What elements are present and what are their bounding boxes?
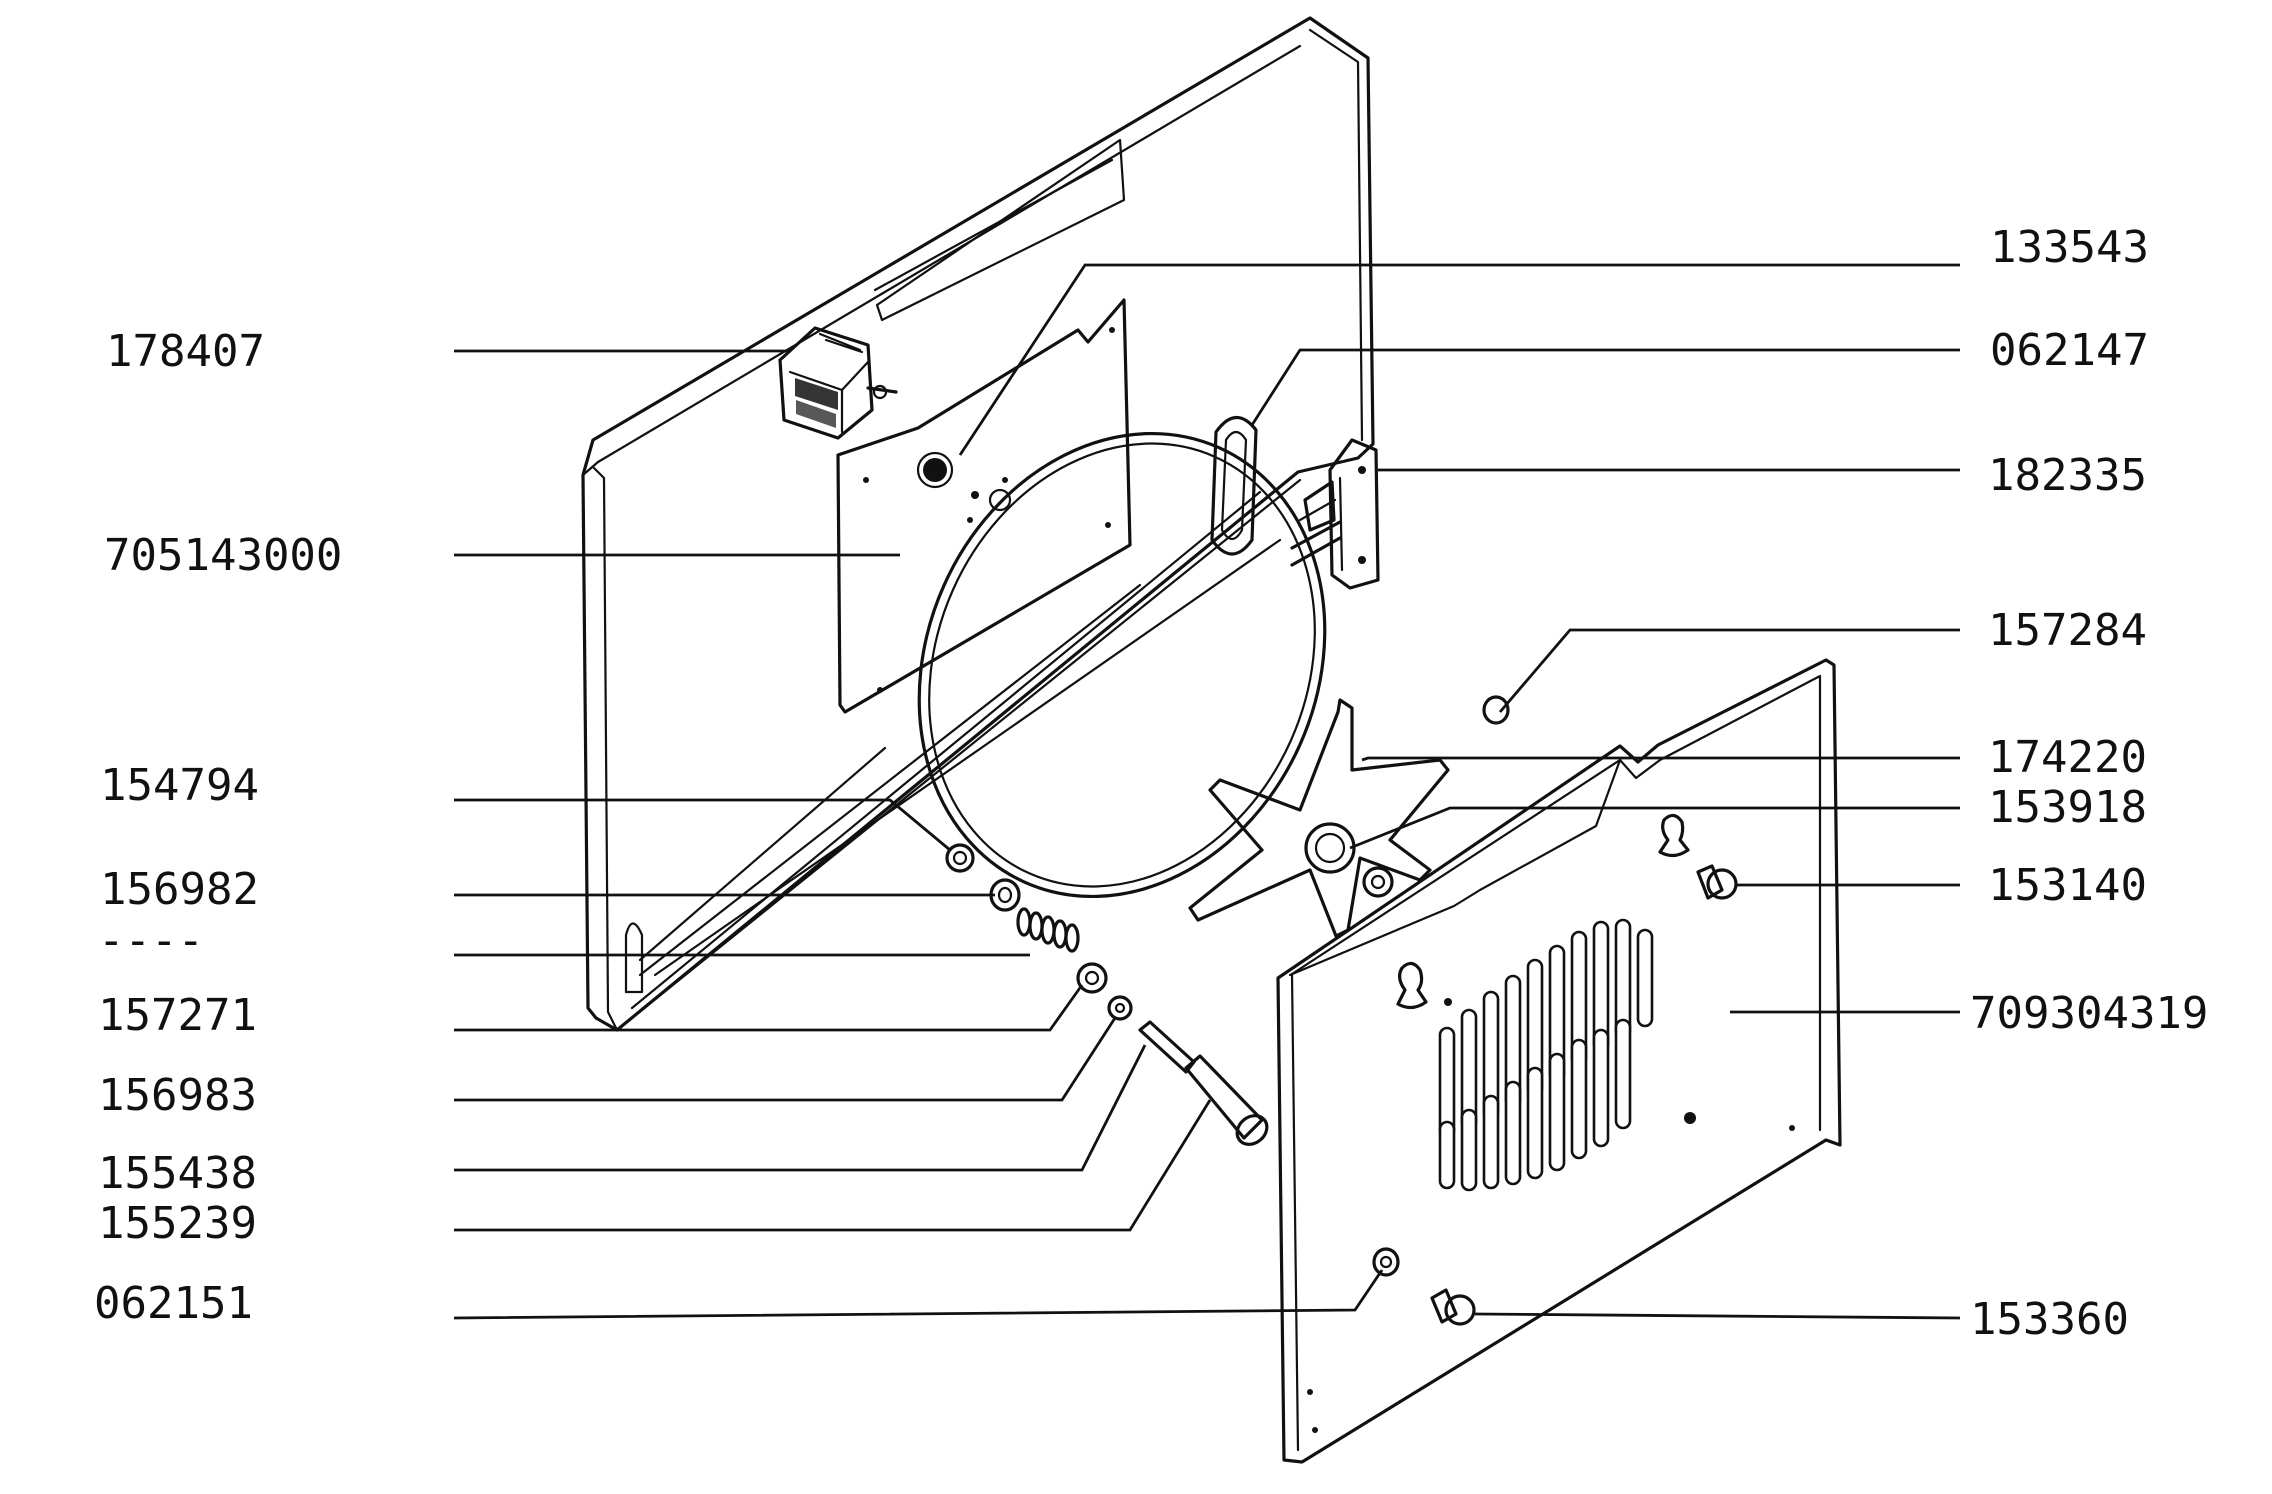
label-153918: 153918 [1988,782,2147,833]
fan-blade [1188,698,1450,938]
label-155239: 155239 [98,1198,257,1249]
vent-slots-bottom [1438,1018,1632,1192]
label-062151: 062151 [94,1278,253,1329]
oval-gasket [1210,415,1258,556]
heating-element [917,431,1342,899]
small-parts [945,843,1400,1277]
fan-motor [778,326,1012,523]
label-133543: 133543 [1990,222,2149,273]
label-705143000: 705143000 [104,530,342,581]
label-709304319: 709304319 [1970,988,2208,1039]
vent-slots-top [1438,918,1654,1140]
label-156982: 156982 [100,864,259,915]
label-178407: 178407 [106,326,265,377]
label-153140: 153140 [1988,860,2147,911]
part-labels-right: 133543 062147 182335 157284 174220 15391… [1970,222,2208,1345]
leader-lines-right [958,263,1961,1320]
label-154794: 154794 [100,760,259,811]
label-157271: 157271 [98,990,257,1041]
label-dash: ---- [98,915,204,966]
label-157284: 157284 [1988,605,2147,656]
part-labels-left: 178407 705143000 154794 156982 ---- 1572… [94,326,342,1329]
leader-lines-left [453,349,1384,1320]
bracket [1303,438,1380,590]
label-174220: 174220 [1988,732,2147,783]
label-156983: 156983 [98,1070,257,1121]
label-155438: 155438 [98,1148,257,1199]
fan-cover [1276,658,1842,1464]
back-panel [581,16,1375,1032]
label-153360: 153360 [1970,1294,2129,1345]
mounting-plate [836,298,1132,714]
label-062147: 062147 [1990,325,2149,376]
label-182335: 182335 [1988,450,2147,501]
washer-157284 [1482,695,1510,725]
